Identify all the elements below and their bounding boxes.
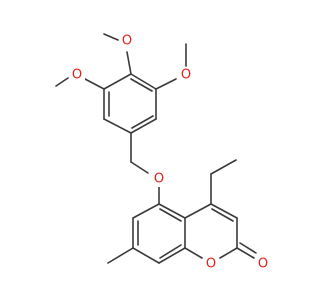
bond-c4a-c5-inner xyxy=(159,208,182,222)
methoxy-o-right-label: O xyxy=(181,68,191,83)
atom-label-layer: O O O O O O xyxy=(69,33,271,272)
bond-aryl-c2-c1 xyxy=(103,118,132,134)
chemical-structure-diagram: O O O O O O xyxy=(55,33,271,272)
carbonyl-o-label: O xyxy=(258,257,268,272)
bond-methyl-top xyxy=(103,33,119,41)
bond-c4-c3-inner xyxy=(211,208,234,222)
ether-o-atom: O xyxy=(151,171,167,187)
bond-c3-o-left xyxy=(84,78,105,90)
carbonyl-o-atom: O xyxy=(255,256,271,272)
bond-c8-c8a xyxy=(158,247,186,264)
bond-aryl-c1-c6-inner xyxy=(131,115,154,129)
methoxy-o-left-label: O xyxy=(72,68,82,83)
bond-ch2-ether-o xyxy=(130,161,149,174)
bond-o-left-methyl xyxy=(55,77,69,87)
bond-c4a-c5 xyxy=(158,203,186,219)
bond-o1-c8a xyxy=(184,247,203,259)
bond-c5-c6 xyxy=(132,203,160,219)
bond-c2-carbonyl-o-double xyxy=(239,242,257,254)
bond-aryl-c1-c6 xyxy=(130,118,157,134)
bond-aryl-c4-c3 xyxy=(103,73,132,90)
methoxy-o-top-label: O xyxy=(122,34,132,49)
ring-o-label: O xyxy=(206,257,216,272)
bond-c2-carbonyl-o xyxy=(236,247,255,259)
bond-c4a-c4 xyxy=(184,203,212,219)
bond-aryl-c5-c4 xyxy=(130,73,157,90)
bond-c2-o1 xyxy=(219,247,238,259)
bond-c7-c8 xyxy=(132,247,160,264)
ether-o-label: O xyxy=(154,172,164,187)
bond-c4-c3 xyxy=(210,203,238,219)
methoxy-o-left-atom: O xyxy=(69,67,85,83)
ring-o-atom: O xyxy=(203,256,219,272)
bond-aryl-c5-c4-inner xyxy=(130,78,153,92)
methoxy-o-top-atom: O xyxy=(119,33,135,49)
bond-c8-c8a-inner xyxy=(159,244,182,259)
bond-o-top-c4 xyxy=(126,51,132,75)
methoxy-o-right-atom: O xyxy=(178,67,194,83)
bond-ethyl-ch2-ch3 xyxy=(210,159,237,175)
bond-c5-o-right xyxy=(155,78,177,90)
bond-c7-methyl xyxy=(107,247,134,264)
bond-layer xyxy=(55,33,257,264)
